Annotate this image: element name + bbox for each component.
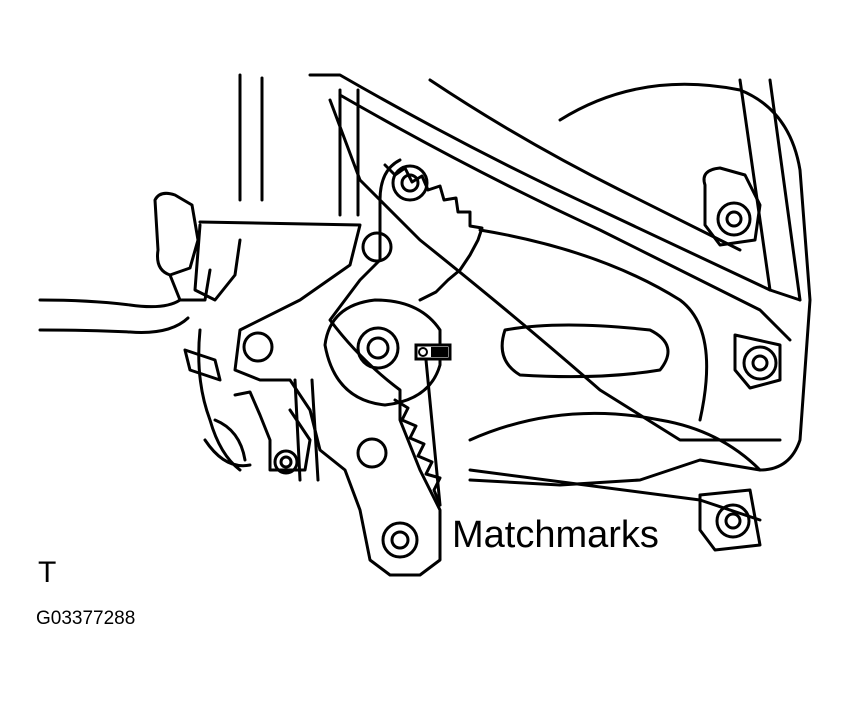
wire-harness-lower	[38, 316, 190, 334]
frame-right-bar	[738, 78, 802, 302]
bolt-boss	[698, 488, 762, 552]
pivot-hub	[323, 298, 442, 407]
bolt-boss	[733, 333, 782, 390]
gear-sector-lower	[393, 398, 442, 507]
wire-harness-upper	[38, 298, 182, 309]
matchmarks-callout: Matchmarks	[452, 514, 659, 556]
frame-upper-member	[308, 73, 802, 302]
frame-upper-member-inner	[338, 93, 792, 342]
mounting-bolt	[361, 231, 393, 263]
motor-bracket	[198, 158, 442, 577]
lower-bracket	[233, 390, 312, 472]
mounting-bolt	[742, 345, 778, 381]
matchmark-leader	[424, 358, 442, 507]
frame-top-member	[428, 78, 742, 252]
frame-lower-diagonal	[328, 98, 782, 442]
harness-strap	[183, 348, 222, 382]
wire-harness-loop	[197, 328, 252, 472]
view-mark: T	[38, 556, 57, 589]
mounting-bolt	[356, 437, 388, 469]
connector-clip	[153, 191, 200, 277]
mounting-bolt	[381, 521, 419, 559]
mounting-bolt	[273, 449, 299, 475]
pivot-bolt-outer	[356, 326, 400, 370]
figure-id: G03377288	[36, 608, 136, 629]
bolt-boss	[702, 166, 762, 247]
panel-bottom-line	[468, 468, 762, 522]
bracket-upper-tab	[193, 223, 242, 302]
guide-rail-left	[238, 73, 264, 202]
mounting-bolt	[716, 201, 752, 237]
connector-body	[168, 268, 212, 302]
mounting-bolt	[242, 331, 274, 363]
mounting-bolt	[391, 164, 429, 202]
mounting-bolt	[715, 503, 751, 539]
matchmark-fill	[431, 347, 448, 357]
back-panel	[468, 82, 812, 487]
pivot-bolt-inner	[366, 336, 390, 360]
gear-sector-upper	[383, 163, 484, 302]
panel-inner-edge	[478, 228, 709, 422]
panel-slot	[500, 323, 670, 379]
guide-rail-mid	[338, 88, 360, 217]
matchmark-dot	[418, 347, 428, 357]
